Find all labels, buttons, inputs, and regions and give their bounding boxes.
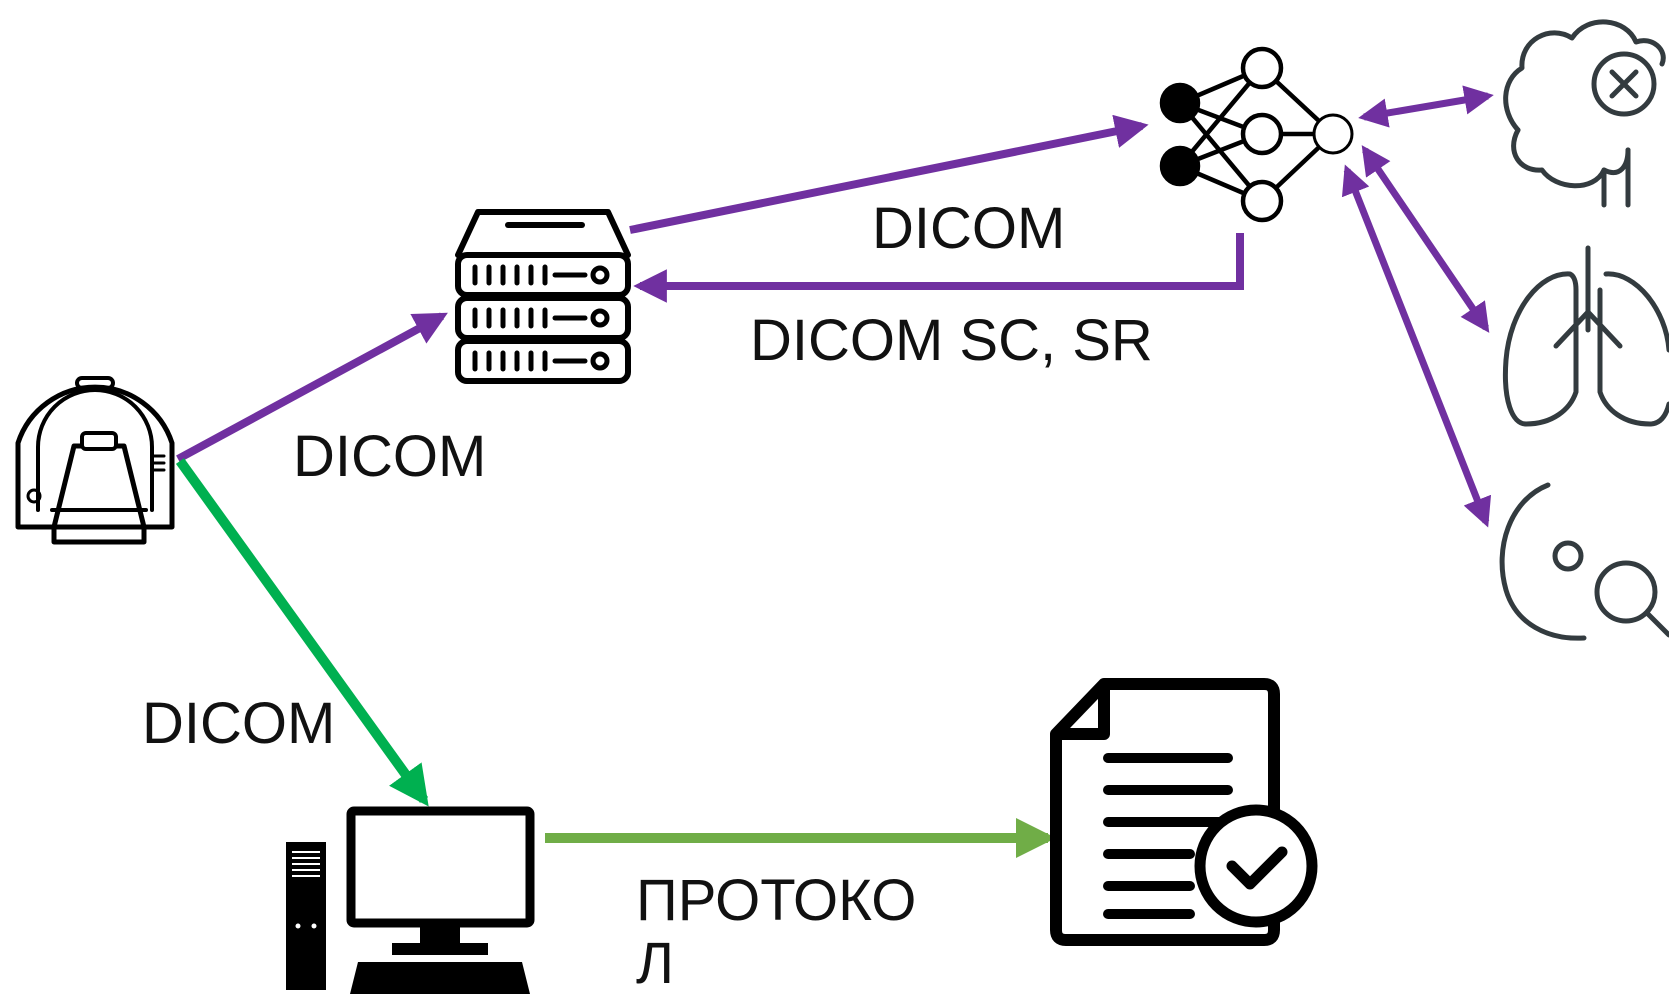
ct-to-workstation-arrow — [175, 458, 429, 807]
ct-to-pacs-arrow — [176, 312, 448, 463]
breast-magnifier-icon — [1499, 482, 1669, 641]
brain-icon — [1503, 19, 1666, 208]
ai-lungs-arrow — [1361, 145, 1490, 333]
pacs-to-ai-arrow — [629, 114, 1149, 234]
ct-scanner-icon — [15, 376, 175, 545]
ai-input-label: DICOM — [872, 196, 1066, 261]
report-label: ПРОТОКОЛ — [636, 868, 917, 996]
desktop-computer-icon — [286, 806, 535, 994]
ai-breast-arrow — [1341, 164, 1492, 528]
lungs-icon — [1502, 245, 1669, 427]
ai-output-label: DICOM SC, SR — [750, 308, 1153, 373]
ai-to-pacs-arrow — [633, 233, 1244, 303]
ct-to-workstation-label: DICOM — [142, 691, 336, 756]
neural-network-icon — [1159, 46, 1354, 223]
server-rack-icon — [455, 209, 631, 384]
ct-to-pacs-label: DICOM — [293, 424, 487, 489]
ai-brain-arrow — [1358, 85, 1494, 128]
document-check-icon — [1050, 678, 1318, 946]
